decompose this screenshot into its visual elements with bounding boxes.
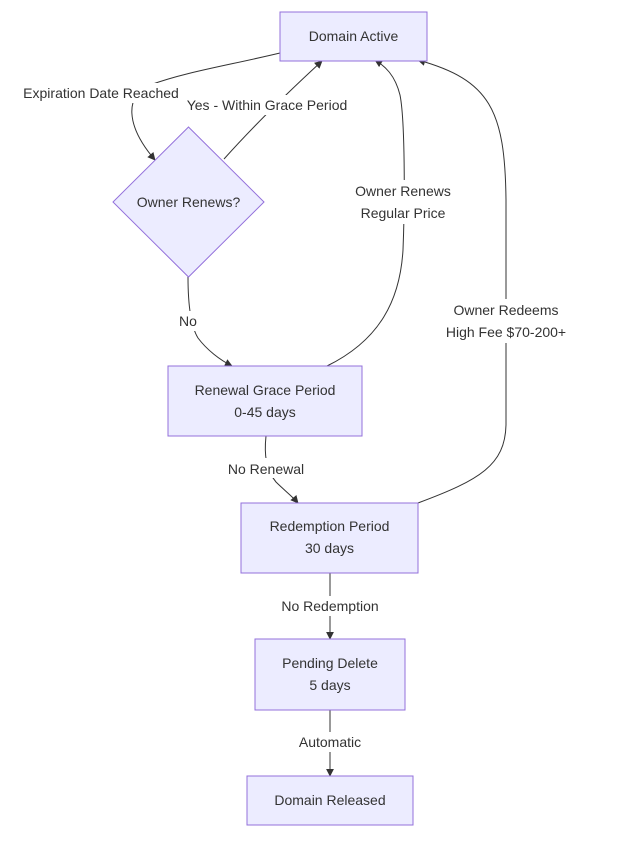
node-released-label: Domain Released xyxy=(274,792,385,808)
edge-label-no-redemption: No Redemption xyxy=(277,596,383,616)
node-owner-renews-label: Owner Renews? xyxy=(137,194,241,210)
edge-label-automatic-text: Automatic xyxy=(299,734,361,750)
edge-label-redeems-fee-text-2: High Fee $70-200+ xyxy=(446,324,566,340)
edge-label-no-redemption-text: No Redemption xyxy=(281,598,378,614)
node-pending-delete-sublabel: 5 days xyxy=(309,677,350,693)
edge-label-renews-regular-text-2: Regular Price xyxy=(361,205,446,221)
edge-label-renews-regular-text: Owner Renews xyxy=(355,183,451,199)
node-redemption-label: Redemption Period xyxy=(270,518,390,534)
edge-label-automatic: Automatic xyxy=(294,732,366,752)
node-domain-active-label: Domain Active xyxy=(309,28,399,44)
node-pending-delete: Pending Delete 5 days xyxy=(254,638,406,711)
node-redemption-sublabel: 30 days xyxy=(305,540,354,556)
node-grace-period: Renewal Grace Period 0-45 days xyxy=(167,365,363,437)
edge-label-no-renewal-text: No Renewal xyxy=(228,461,304,477)
node-grace-period-label: Renewal Grace Period xyxy=(195,382,336,398)
edge-label-expiration: Expiration Date Reached xyxy=(20,83,182,103)
node-released: Domain Released xyxy=(246,775,414,826)
edge-label-redeems-fee-text: Owner Redeems xyxy=(453,302,558,318)
edge-no-renewal xyxy=(264,435,299,504)
node-grace-period-sublabel: 0-45 days xyxy=(234,404,295,420)
edge-label-yes-grace: Yes - Within Grace Period xyxy=(184,95,350,115)
node-domain-active: Domain Active xyxy=(279,11,428,62)
node-pending-delete-label: Pending Delete xyxy=(282,655,378,671)
edge-no xyxy=(187,276,233,367)
edge-label-no: No xyxy=(176,311,201,331)
edge-label-yes-grace-text: Yes - Within Grace Period xyxy=(187,97,348,113)
edge-label-expiration-text: Expiration Date Reached xyxy=(23,85,179,101)
edge-redeems-fee xyxy=(417,58,507,504)
node-redemption: Redemption Period 30 days xyxy=(240,502,419,574)
edge-label-no-text: No xyxy=(179,313,197,329)
edge-label-renews-regular: Owner Renews Regular Price xyxy=(352,180,454,224)
node-owner-renews: Owner Renews? xyxy=(112,126,265,278)
edge-label-redeems-fee: Owner Redeems High Fee $70-200+ xyxy=(443,299,570,343)
edge-label-no-renewal: No Renewal xyxy=(225,458,307,478)
